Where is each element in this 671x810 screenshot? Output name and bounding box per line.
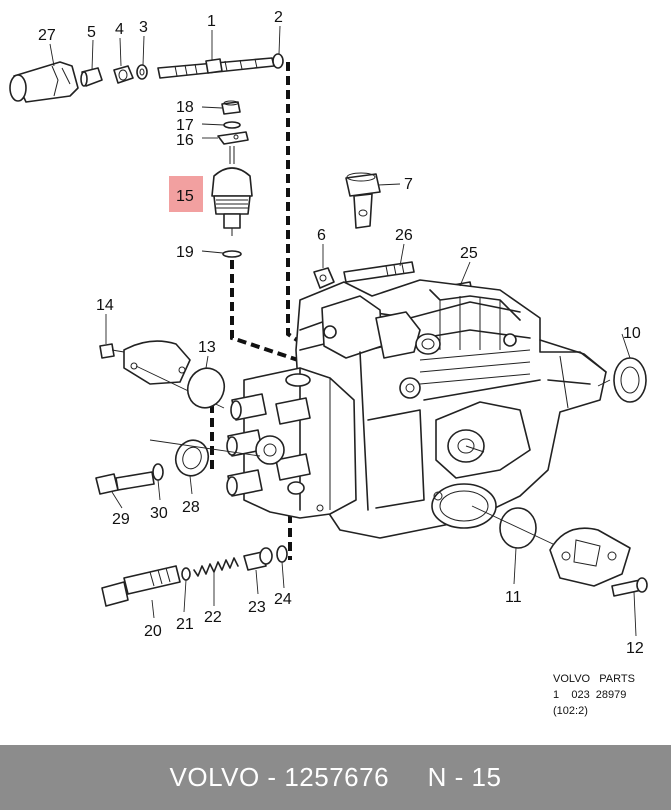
callout-12: 12 xyxy=(626,640,644,657)
part-7-banjo-bolt xyxy=(345,172,381,229)
reference-line-3: (102:2) xyxy=(553,705,588,717)
callout-30: 30 xyxy=(150,505,168,522)
callout-13: 13 xyxy=(198,339,216,356)
part-1-shaft xyxy=(157,57,275,79)
callout-17: 17 xyxy=(176,117,194,134)
leader-28 xyxy=(149,439,261,457)
callout-11: 11 xyxy=(505,589,522,606)
part-3-washer xyxy=(136,64,148,80)
part-26-stud xyxy=(343,261,415,283)
part-18-nut xyxy=(221,100,241,115)
footer-bar: VOLVO - 1257676 N - 15 xyxy=(0,745,671,810)
part-28-seal-ring xyxy=(174,439,210,477)
reference-line-1: VOLVO PARTS xyxy=(553,673,635,685)
callout-18: 18 xyxy=(176,99,194,116)
callout-25: 25 xyxy=(460,245,478,262)
part-29-bolt xyxy=(95,471,155,495)
part-16-terminal xyxy=(217,131,249,145)
part-15-stop-solenoid xyxy=(211,146,253,236)
callout-26: 26 xyxy=(395,227,413,244)
part-24-washer xyxy=(276,545,288,563)
callout-14: 14 xyxy=(96,297,114,314)
callout-15: 15 xyxy=(176,188,194,205)
callout-24: 24 xyxy=(274,591,292,608)
part-4-nut xyxy=(113,65,134,84)
part-23-piston xyxy=(243,547,273,571)
reference-line-2: 1 023 28979 xyxy=(553,689,626,701)
guide-line-solenoid xyxy=(286,62,302,344)
part-5-nut xyxy=(80,67,103,87)
part-22-spring xyxy=(193,557,239,577)
callout-21: 21 xyxy=(176,616,194,633)
callout-29: 29 xyxy=(112,511,130,528)
callout-20: 20 xyxy=(144,623,162,640)
callout-19: 19 xyxy=(176,244,194,261)
exploded-parts-diagram: 27 5 4 3 1 2 18 17 16 15 19 7 6 26 25 14… xyxy=(9,9,648,717)
part-30-washer xyxy=(152,463,164,481)
injection-pump-body xyxy=(295,279,607,539)
guide-line-inlet xyxy=(230,260,311,366)
callout-16: 16 xyxy=(176,132,194,149)
cover-plate xyxy=(123,340,191,385)
callout-22: 22 xyxy=(204,609,222,626)
callout-4: 4 xyxy=(115,21,124,38)
callout-1: 1 xyxy=(207,13,216,30)
part-14-screw xyxy=(99,343,125,359)
distributor-head xyxy=(226,367,357,519)
part-19-o-ring xyxy=(222,250,242,258)
part-2-seal-ring xyxy=(272,53,284,69)
leader-lines xyxy=(49,25,637,637)
reference-block: VOLVO PARTS 1 023 28979 (102:2) xyxy=(553,673,635,717)
callout-23: 23 xyxy=(248,599,266,616)
callout-10: 10 xyxy=(623,325,641,342)
part-21-washer xyxy=(181,567,191,581)
callout-28: 28 xyxy=(182,499,200,516)
callout-3: 3 xyxy=(139,19,148,36)
part-6-nut xyxy=(313,267,335,289)
part-13-o-ring xyxy=(186,367,226,409)
part-20-plug xyxy=(101,565,181,607)
part-12-screw xyxy=(611,577,648,597)
callout-2: 2 xyxy=(274,9,283,26)
callout-27: 27 xyxy=(38,27,56,44)
callout-5: 5 xyxy=(87,24,96,41)
callout-7: 7 xyxy=(404,176,413,193)
footer-part-number: VOLVO - 1257676 N - 15 xyxy=(169,762,502,792)
callout-labels: 27 5 4 3 1 2 18 17 16 15 19 7 6 26 25 14… xyxy=(38,9,644,657)
callout-15-highlight xyxy=(169,176,203,212)
bracket-plate xyxy=(549,527,631,587)
part-10-seal xyxy=(613,357,647,403)
callout-6: 6 xyxy=(317,227,326,244)
part-17-washer xyxy=(223,121,241,129)
part-27-fitting xyxy=(9,61,79,103)
